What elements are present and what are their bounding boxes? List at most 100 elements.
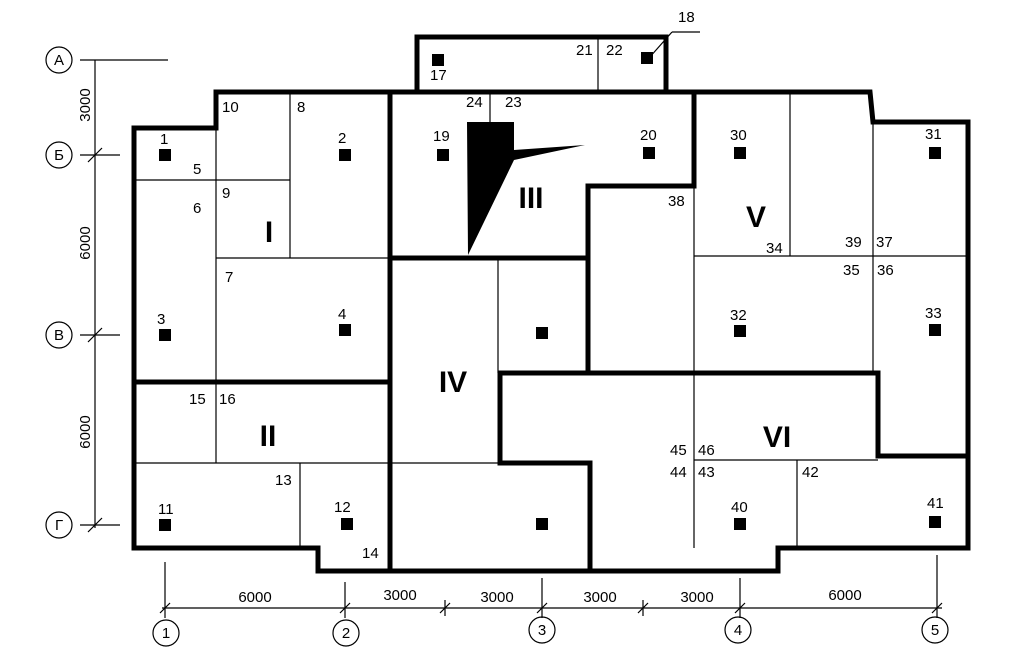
column-axis-marker-2: [332, 619, 360, 647]
point-label: 46: [698, 442, 715, 459]
row-axis-marker-g: [45, 511, 73, 539]
column-axis-marker-1: [152, 619, 180, 647]
stair-flight: [467, 122, 585, 255]
column-marker: [734, 518, 746, 530]
point-label: 36: [877, 262, 894, 279]
column-slash-mid-right: [637, 602, 649, 614]
column-axis-system: 1 2 3 4 5 6000 3000 3000 3000 3000 6000: [152, 555, 949, 647]
horizontal-dimension-4: 3000: [583, 589, 616, 606]
point-label: 16: [219, 391, 236, 408]
point-label: 10: [222, 99, 239, 116]
point-label: 15: [189, 391, 206, 408]
vertical-dimension-3: 6000: [77, 415, 94, 448]
section-wall: [585, 89, 697, 376]
column-axis-label-3: 3: [538, 622, 546, 639]
point-label: 38: [668, 193, 685, 210]
horizontal-dimension-3: 3000: [480, 589, 513, 606]
point-label: 43: [698, 464, 715, 481]
row-tick-v: [87, 327, 103, 343]
point-label: 1: [160, 131, 168, 148]
zone-label-iv: IV: [439, 366, 467, 399]
column-axis-label-5: 5: [931, 622, 939, 639]
point-label: 2: [338, 130, 346, 147]
point-label: 13: [275, 472, 292, 489]
point-label: 14: [362, 545, 379, 562]
point-label: 37: [876, 234, 893, 251]
stair-shape: [467, 122, 585, 255]
column-slash-3: [536, 602, 548, 614]
column-slash-mid-left: [439, 602, 451, 614]
point-label: 21: [576, 42, 593, 59]
column-slash-1: [159, 602, 171, 614]
outer-wall: [131, 34, 971, 574]
point-label: 12: [334, 499, 351, 516]
column-axis-marker-3: [528, 616, 556, 644]
row-tick-b: [87, 147, 103, 163]
point-label: 18: [678, 9, 695, 26]
point-label: 23: [505, 94, 522, 111]
row-axis-marker-b: [45, 141, 73, 169]
column-marker: [339, 324, 351, 336]
point-label: 33: [925, 305, 942, 322]
row-axis-label-g: Г: [55, 517, 63, 534]
thin-partitions: [134, 37, 968, 548]
column-marker: [929, 147, 941, 159]
point-label: 22: [606, 42, 623, 59]
point-label: 7: [225, 269, 233, 286]
row-axis-label-v: В: [54, 327, 64, 344]
column-slash-5: [931, 602, 943, 614]
point-label: 4: [338, 306, 346, 323]
horizontal-dimension-2: 3000: [383, 587, 416, 604]
point-label: 41: [927, 495, 944, 512]
point-label: 9: [222, 185, 230, 202]
zone-label-i: I: [265, 216, 273, 249]
point-label: 17: [430, 67, 447, 84]
zone-label-v: V: [746, 201, 766, 234]
column-marker: [734, 147, 746, 159]
column-marker: [536, 327, 548, 339]
horizontal-dimension-1: 6000: [238, 589, 271, 606]
row-axis-label-a: А: [54, 52, 64, 69]
row-axis-label-b: Б: [54, 147, 64, 164]
point-label: 40: [731, 499, 748, 516]
column-slash-4: [734, 602, 746, 614]
zone-label-ii: II: [260, 420, 277, 453]
column-marker: [437, 149, 449, 161]
point-label: 45: [670, 442, 687, 459]
zone-labels: I II III IV V VI: [260, 182, 792, 454]
point-label: 42: [802, 464, 819, 481]
section-wall: [497, 370, 593, 574]
section-wall: [497, 370, 971, 459]
point-label: 8: [297, 99, 305, 116]
column-marker: [159, 329, 171, 341]
point-label: 44: [670, 464, 687, 481]
point-label: 30: [730, 127, 747, 144]
column-marker: [341, 518, 353, 530]
point-label: 19: [433, 128, 450, 145]
column-axis-marker-5: [921, 616, 949, 644]
point-label: 11: [158, 501, 174, 518]
row-axis-marker-a: [45, 46, 73, 74]
column-slash-2: [339, 602, 351, 614]
point-labels: 1 2 3 4 5 6 7 8 9 10 11 12 13 14 15 16 1…: [157, 9, 944, 562]
column-marker: [159, 519, 171, 531]
column-marker: [641, 52, 653, 64]
column-marker: [643, 147, 655, 159]
column-marker: [339, 149, 351, 161]
thick-walls: [131, 34, 971, 574]
point-label: 5: [193, 161, 201, 178]
column-marker: [432, 54, 444, 66]
point-label: 24: [466, 94, 483, 111]
column-axis-label-4: 4: [734, 622, 742, 639]
point-label: 35: [843, 262, 860, 279]
zone-label-iii: III: [518, 182, 543, 215]
column-axis-label-1: 1: [162, 625, 170, 642]
point-label: 34: [766, 240, 783, 257]
vertical-dimension-1: 3000: [77, 88, 94, 121]
point-label: 39: [845, 234, 862, 251]
column-marker: [734, 325, 746, 337]
row-axis-system: А Б В Г 3000 6000 6000: [45, 46, 168, 539]
point-label: 20: [640, 127, 657, 144]
column-marker: [536, 518, 548, 530]
column-axis-label-2: 2: [342, 625, 350, 642]
